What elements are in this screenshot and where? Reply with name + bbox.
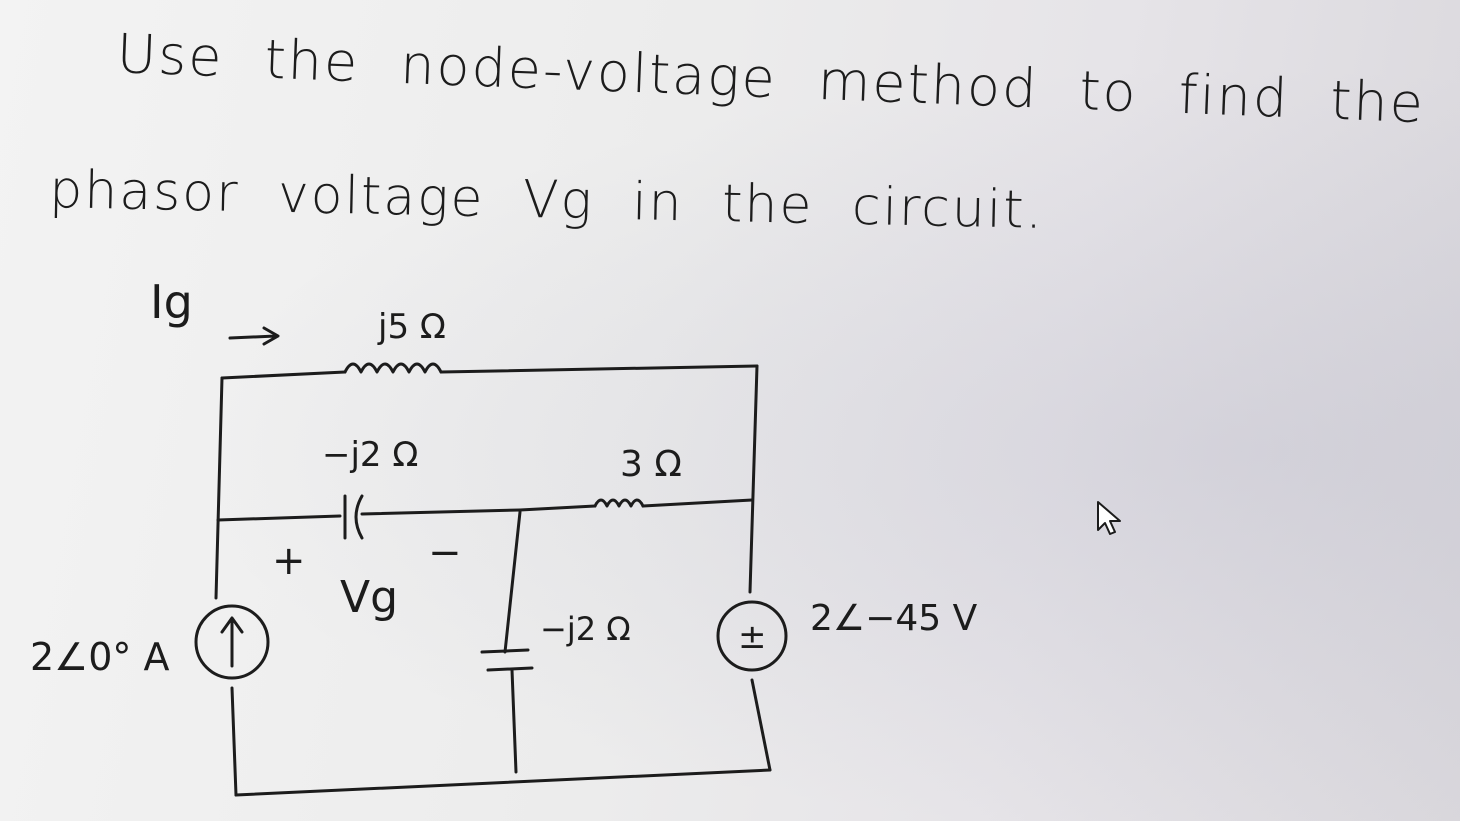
cap2-wire-upper — [503, 510, 522, 654]
voltage-source-label: 2∠−45 V — [810, 598, 978, 639]
top-wire-left — [220, 370, 347, 380]
ig-arrow — [228, 326, 280, 346]
vg-minus-sign: − — [428, 530, 462, 576]
capacitor2-label: −j2 Ω — [540, 610, 631, 648]
capacitor1-label: −j2 Ω — [322, 435, 418, 475]
middle-wire-right — [641, 498, 754, 508]
top-wire-right — [439, 364, 759, 374]
capacitor1-plate-b — [354, 494, 364, 540]
capacitor2-plate-a — [480, 648, 530, 654]
vg-plus-sign: + — [272, 538, 306, 584]
middle-wire-left — [216, 514, 342, 522]
right-wire-upper — [748, 364, 759, 594]
capacitor2-plate-b — [486, 666, 534, 672]
voltage-source-symbol — [716, 600, 788, 672]
right-wire-lower — [750, 678, 772, 772]
resistor-label: 3 Ω — [620, 444, 682, 485]
inductor-symbol — [343, 362, 443, 374]
resistor-symbol — [593, 498, 645, 508]
current-source-label: 2∠0° A — [30, 635, 170, 679]
cap2-wire-lower — [510, 668, 518, 774]
inductor-label: j5 Ω — [377, 307, 446, 347]
current-source-symbol — [194, 604, 270, 680]
left-wire-upper — [214, 376, 224, 600]
middle-wire-to-resistor — [518, 504, 597, 512]
mouse-cursor-icon — [1097, 501, 1121, 535]
left-wire-lower — [230, 686, 238, 797]
current-source-arrow — [220, 616, 244, 668]
middle-wire-center — [360, 508, 522, 516]
voltage-source-polarity: ± — [738, 617, 767, 657]
bottom-wire — [234, 768, 772, 797]
vg-label: Vg — [340, 572, 398, 623]
ig-label: Ig — [150, 275, 193, 329]
